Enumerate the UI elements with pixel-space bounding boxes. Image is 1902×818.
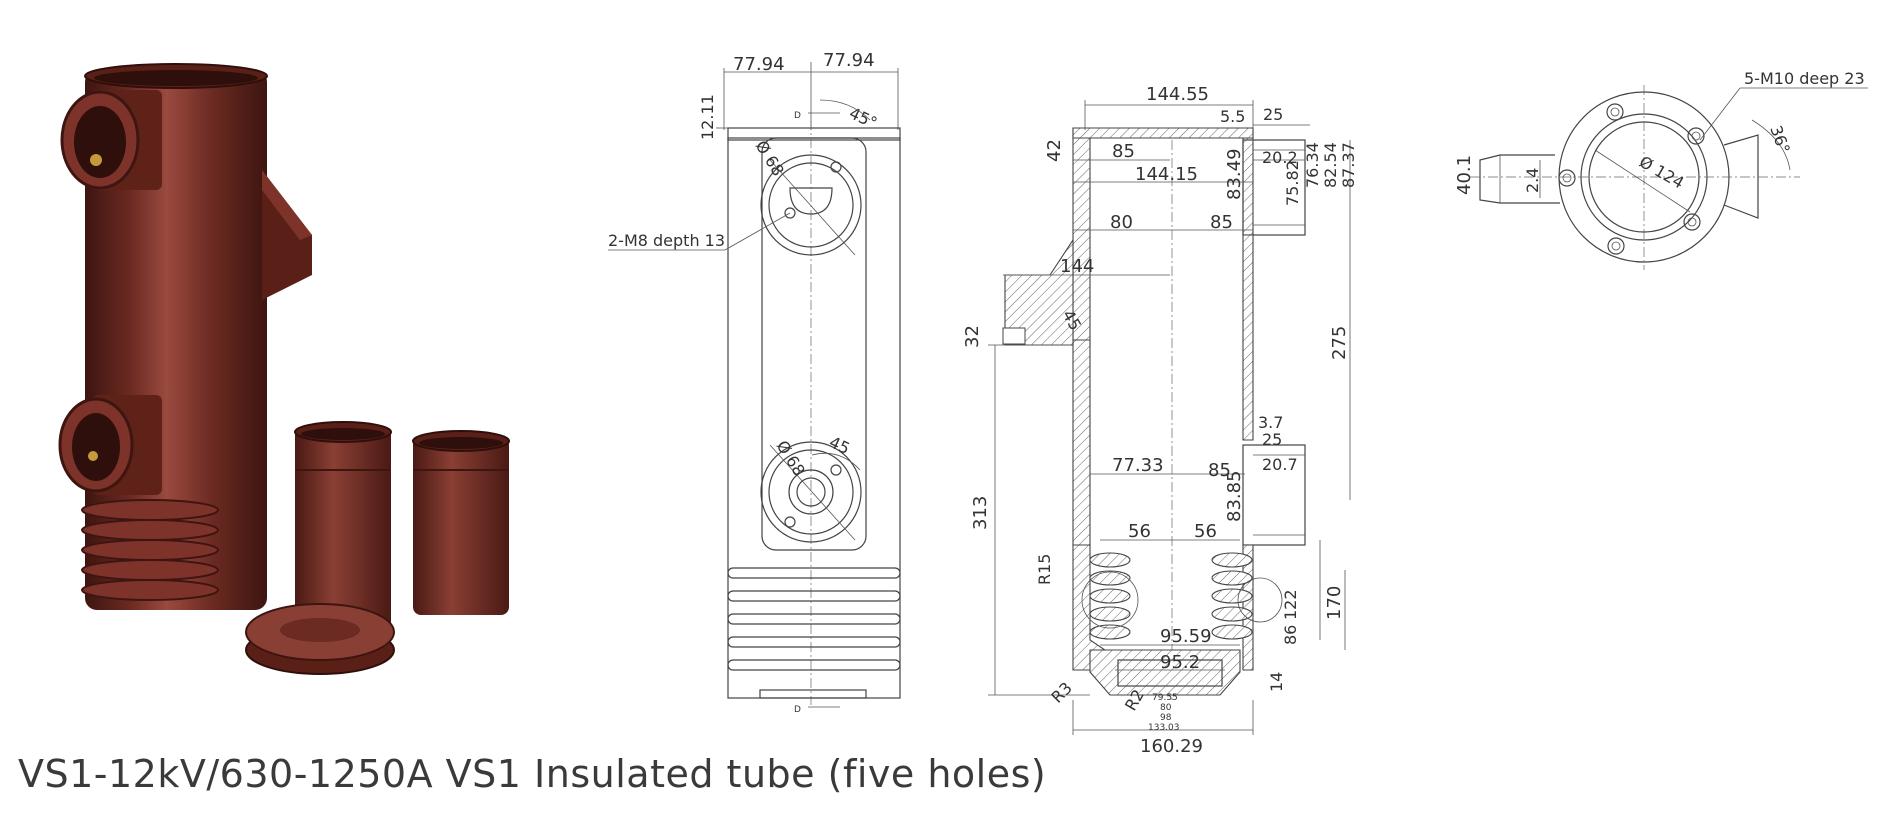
dim-313: 313 bbox=[970, 496, 991, 530]
dim-r15: R15 bbox=[1035, 554, 1054, 585]
dim-20-2: 20.2 bbox=[1262, 148, 1298, 167]
lower-port bbox=[58, 397, 134, 493]
dim-76-34: 76.34 bbox=[1303, 142, 1322, 188]
front-bottom-hole bbox=[760, 441, 862, 543]
top-view-dim-40-1: 40.1 bbox=[1454, 155, 1475, 195]
thread-note-front: 2-M8 depth 13 bbox=[608, 231, 725, 250]
dim-56-right: 56 bbox=[1194, 521, 1217, 542]
dim-56-left: 56 bbox=[1128, 521, 1151, 542]
dim-14: 14 bbox=[1267, 672, 1286, 692]
dim-144-15: 144.15 bbox=[1135, 164, 1198, 185]
dim-95-2: 95.2 bbox=[1160, 652, 1200, 673]
dim-20-7: 20.7 bbox=[1262, 455, 1298, 474]
dim-77-33: 77.33 bbox=[1112, 455, 1164, 476]
hole-bottom-diameter: Ø 68 bbox=[773, 437, 809, 479]
dim-r3: R3 bbox=[1047, 678, 1075, 706]
dim-85-mid: 85 bbox=[1210, 212, 1233, 233]
dim-5-5: 5.5 bbox=[1220, 107, 1245, 126]
front-view: 77.94 77.94 12.11 45° D Ø 68 2-M8 depth … bbox=[608, 50, 901, 715]
dim-75-82: 75.82 bbox=[1283, 160, 1302, 206]
dim-95-59: 95.59 bbox=[1160, 626, 1212, 647]
dim-small-1: 80 bbox=[1160, 703, 1172, 713]
section-ribs-right bbox=[1211, 552, 1253, 640]
upper-port bbox=[60, 90, 140, 190]
tube-ribs bbox=[81, 499, 219, 601]
mark-d-top: D bbox=[794, 111, 801, 121]
section-ribs-left bbox=[1089, 552, 1131, 640]
dim-77-94-left: 77.94 bbox=[733, 54, 785, 75]
dim-144: 144 bbox=[1060, 256, 1094, 277]
dim-77-94-right: 77.94 bbox=[823, 50, 875, 71]
dim-170: 170 bbox=[1324, 586, 1345, 620]
hole-top-diameter: Ø 68 bbox=[752, 137, 788, 179]
front-top-hole bbox=[760, 154, 862, 256]
dim-83-49: 83.49 bbox=[1224, 148, 1245, 200]
top-view-dim-2-4: 2.4 bbox=[1523, 168, 1542, 193]
dim-85-top: 85 bbox=[1112, 141, 1135, 162]
dim-25-top: 25 bbox=[1263, 105, 1283, 124]
dim-82-54: 82.54 bbox=[1321, 142, 1340, 188]
dim-160-29: 160.29 bbox=[1140, 736, 1203, 757]
top-view: Ø 124 5-M10 deep 23 36° 40.1 2.4 bbox=[1454, 69, 1868, 270]
top-view-thread-note: 5-M10 deep 23 bbox=[1744, 69, 1865, 88]
dim-42: 42 bbox=[1044, 139, 1065, 162]
front-ribs bbox=[727, 567, 901, 671]
mark-d-bottom: D bbox=[794, 705, 801, 715]
dim-25-mid: 25 bbox=[1262, 430, 1282, 449]
dim-86: 86 bbox=[1281, 625, 1300, 645]
top-view-angle: 36° bbox=[1766, 123, 1794, 156]
dim-80: 80 bbox=[1110, 212, 1133, 233]
top-view-bolts bbox=[1558, 103, 1705, 255]
dim-275: 275 bbox=[1329, 326, 1350, 360]
section-view: 144.55 5.5 25 42 85 144.15 83.49 20.2 75… bbox=[962, 84, 1358, 757]
page-caption: VS1-12kV/630-1250A VS1 Insulated tube (f… bbox=[18, 752, 1047, 796]
product-photo bbox=[58, 63, 510, 675]
dim-83-85: 83.85 bbox=[1224, 470, 1245, 522]
dim-small-2: 98 bbox=[1160, 713, 1172, 723]
dim-small-3: 133.03 bbox=[1148, 723, 1180, 733]
dim-3-7: 3.7 bbox=[1258, 413, 1283, 432]
top-view-diameter: Ø 124 bbox=[1636, 152, 1687, 193]
dim-small-0: 79.55 bbox=[1152, 693, 1178, 703]
dim-144-55: 144.55 bbox=[1146, 84, 1209, 105]
dim-87-37: 87.37 bbox=[1339, 142, 1358, 188]
dim-122: 122 bbox=[1281, 589, 1300, 620]
dim-12-11: 12.11 bbox=[698, 94, 717, 140]
dim-85-low: 85 bbox=[1208, 460, 1231, 481]
dim-32: 32 bbox=[962, 325, 983, 348]
